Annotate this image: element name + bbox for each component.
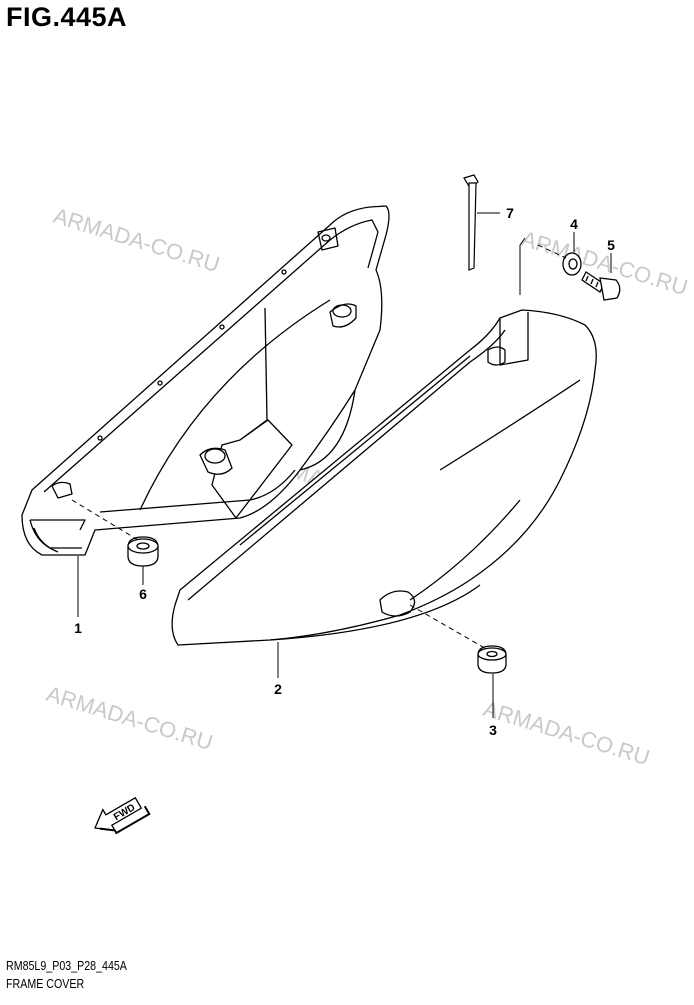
frame-cover-left (21, 205, 390, 556)
watermark-1: ARMADA-CO.RU (51, 203, 223, 277)
figure-title: FIG.445A (6, 2, 128, 32)
callout-4: 4 (570, 216, 578, 232)
callout-7: 7 (506, 205, 514, 221)
callout-6: 6 (139, 586, 147, 602)
fwd-label: FWD (112, 802, 137, 823)
assembly-lines (71, 244, 567, 651)
cable-tie (463, 174, 479, 271)
leader-lines (77, 212, 612, 718)
forward-arrow-icon: FWD (94, 796, 151, 835)
callout-numbers: 1 2 3 4 5 6 7 (74, 205, 615, 738)
grommet (477, 645, 507, 674)
diagram-code: RM85L9_P03_P28_445A (6, 958, 127, 973)
fwd-badge: FWD (94, 796, 151, 835)
callout-1: 1 (74, 620, 82, 636)
frame-cover-right (171, 309, 597, 646)
washer (562, 252, 582, 276)
watermark-4: ARMADA-CO.RU (44, 681, 216, 755)
callout-5: 5 (607, 237, 615, 253)
callout-2: 2 (274, 681, 282, 697)
callout-3: 3 (489, 722, 497, 738)
bolt (581, 271, 621, 301)
cushion (127, 536, 159, 567)
diagram-name: FRAME COVER (6, 976, 85, 991)
watermark-5: ARMADA-CO.RU (481, 696, 653, 770)
bracket-line (519, 237, 526, 295)
